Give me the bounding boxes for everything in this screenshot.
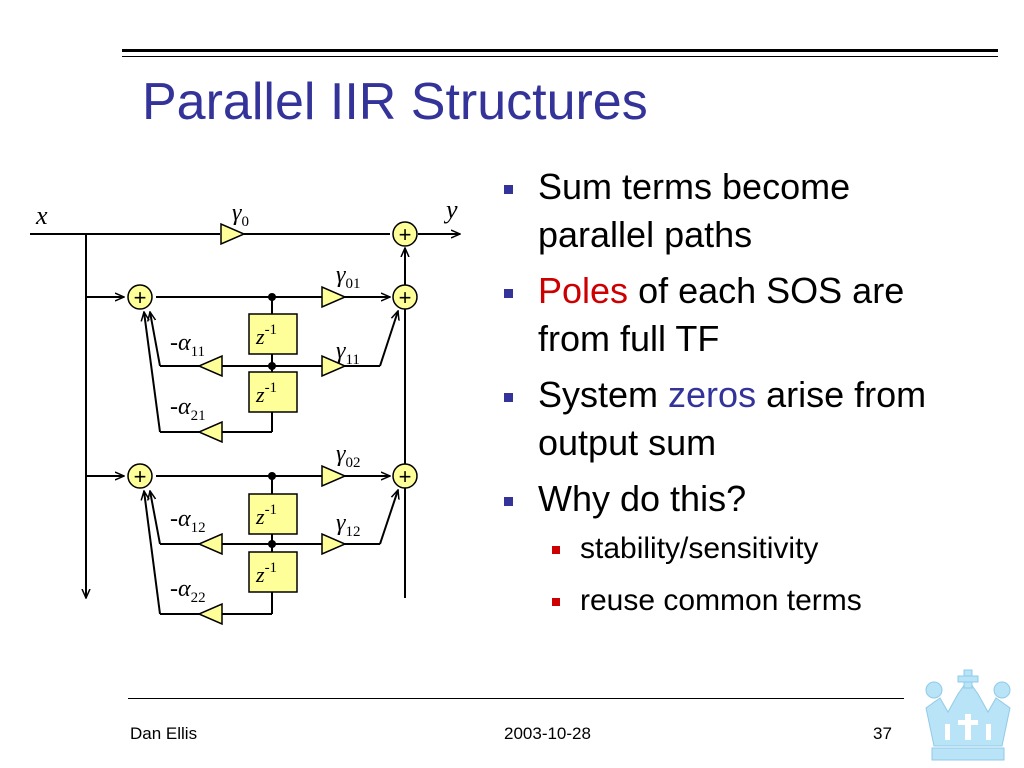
adder-symbol: + bbox=[399, 222, 412, 247]
adder-symbol: + bbox=[134, 464, 147, 489]
columbia-crown-icon bbox=[925, 669, 1011, 761]
gain-alpha-12 bbox=[197, 532, 223, 556]
gain-gamma-11 bbox=[321, 354, 347, 378]
bullet-list: Sum terms become parallel paths Poles of… bbox=[498, 163, 968, 635]
bullet-item: System zeros arise from output sum bbox=[498, 371, 968, 467]
bullet-square-icon bbox=[504, 497, 513, 506]
sub-bullet-square-icon bbox=[552, 598, 560, 606]
svg-text:γ12: γ12 bbox=[336, 510, 360, 540]
delay-block bbox=[248, 371, 298, 413]
adder-output bbox=[392, 221, 418, 247]
svg-text:z-1: z-1 bbox=[255, 380, 277, 407]
svg-text:γ01: γ01 bbox=[336, 262, 360, 292]
gamma-label: γ bbox=[232, 200, 242, 226]
junction-dot bbox=[268, 362, 276, 370]
delay-label: z bbox=[255, 382, 265, 407]
adder-section1-output bbox=[392, 284, 418, 310]
sub-bullet-item: stability/sensitivity bbox=[498, 531, 968, 567]
alpha-label: α bbox=[178, 506, 191, 532]
adder-section2-output bbox=[392, 463, 418, 489]
footer-rule bbox=[128, 698, 904, 699]
svg-text:z-1: z-1 bbox=[255, 322, 277, 349]
svg-text:γ11: γ11 bbox=[336, 338, 360, 368]
delay-block bbox=[248, 313, 298, 355]
adder-symbol: + bbox=[399, 285, 412, 310]
adder-section1-input bbox=[127, 284, 153, 310]
gain-alpha-22 bbox=[197, 602, 223, 626]
footer-page-number: 37 bbox=[873, 724, 892, 743]
bullet-square-icon bbox=[504, 393, 513, 402]
alpha-label: α bbox=[178, 576, 191, 602]
svg-text:z-1: z-1 bbox=[255, 502, 277, 529]
svg-text:-α21: -α21 bbox=[170, 394, 206, 424]
bullet-item: Poles of each SOS are from full TF bbox=[498, 267, 968, 363]
svg-text:γ0: γ0 bbox=[232, 200, 249, 230]
svg-text:z-1: z-1 bbox=[255, 560, 277, 587]
title-rule-thin bbox=[122, 56, 998, 57]
alpha-label: α bbox=[178, 330, 191, 356]
gain-gamma-01 bbox=[321, 285, 347, 309]
alpha-label: α bbox=[178, 394, 191, 420]
delay-label: z bbox=[255, 324, 265, 349]
delay-label: z bbox=[255, 504, 265, 529]
gamma-label: γ bbox=[336, 338, 346, 364]
junction-dot bbox=[268, 540, 276, 548]
svg-text:-α11: -α11 bbox=[170, 330, 205, 360]
svg-text:-α12: -α12 bbox=[170, 506, 206, 536]
delay-label: z bbox=[255, 562, 265, 587]
bullet-square-icon bbox=[504, 289, 513, 298]
junction-dot bbox=[268, 472, 276, 480]
delay-block bbox=[248, 551, 298, 593]
adder-section2-input bbox=[127, 463, 153, 489]
sub-bullet-square-icon bbox=[552, 546, 560, 554]
slide-title: Parallel IIR Structures bbox=[142, 73, 648, 131]
sub-bullet-item: reuse common terms bbox=[498, 583, 968, 619]
input-label: x bbox=[35, 201, 48, 230]
footer-author: Dan Ellis bbox=[130, 724, 198, 743]
output-label: y bbox=[443, 195, 458, 224]
gain-gamma-02 bbox=[321, 464, 347, 488]
gamma-label: γ bbox=[336, 510, 346, 536]
title-rule-thick bbox=[122, 49, 998, 52]
delay-block bbox=[248, 493, 298, 535]
gamma-label: γ bbox=[336, 262, 346, 288]
gain-alpha-11 bbox=[197, 354, 223, 378]
bullet-item: Why do this? bbox=[498, 475, 968, 523]
gain-alpha-21 bbox=[197, 420, 223, 444]
junction-dot bbox=[268, 293, 276, 301]
bullet-item: Sum terms become parallel paths bbox=[498, 163, 968, 259]
gain-gamma-0 bbox=[220, 222, 246, 246]
bullet-square-icon bbox=[504, 185, 513, 194]
gain-gamma-12 bbox=[321, 532, 347, 556]
svg-text:γ02: γ02 bbox=[336, 441, 360, 471]
adder-symbol: + bbox=[399, 464, 412, 489]
adder-symbol: + bbox=[134, 285, 147, 310]
footer-date: 2003-10-28 bbox=[504, 724, 591, 743]
svg-text:-α22: -α22 bbox=[170, 576, 206, 606]
gamma-label: γ bbox=[336, 441, 346, 467]
